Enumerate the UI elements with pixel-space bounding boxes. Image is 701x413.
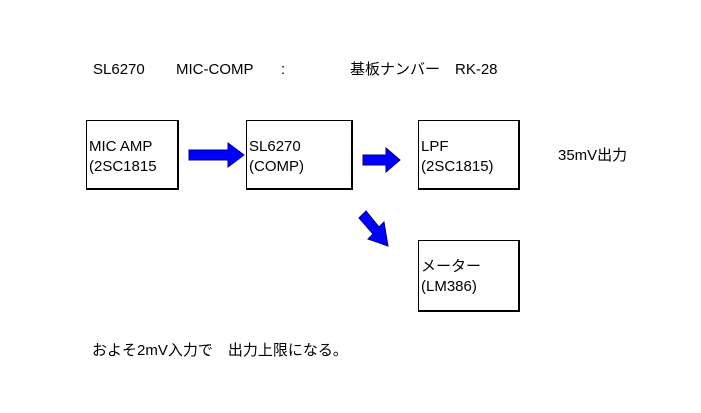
sl6270-block-part: (COMP) [249,158,304,175]
arrow-right-icon [188,142,245,168]
lpf-block-title: LPF [421,138,449,155]
note-text: およそ2mV入力で 出力上限になる。 [92,342,348,359]
mic-amp-block-part: (2SC1815 [89,158,157,175]
output-label: 35mV出力 [558,147,628,164]
meter-block: メーター (LM386) [418,240,520,312]
header-separator: : [281,61,286,78]
lpf-block-part: (2SC1815) [421,158,494,175]
meter-block-title: メーター [421,258,482,275]
header-chip: SL6270 [93,61,145,78]
header-board-number: 基板ナンバー RK-28 [350,61,498,78]
mic-amp-block: MIC AMP (2SC1815 [86,120,179,190]
header-module: MIC-COMP [176,61,254,78]
arrow-diagonal-icon [358,210,389,247]
arrow-right-icon [362,146,401,174]
sl6270-block-title: SL6270 [249,138,301,155]
meter-block-part: (LM386) [421,278,477,295]
lpf-block: LPF (2SC1815) [418,120,520,190]
mic-amp-block-title: MIC AMP [89,138,153,155]
sl6270-comp-block: SL6270 (COMP) [246,120,353,190]
